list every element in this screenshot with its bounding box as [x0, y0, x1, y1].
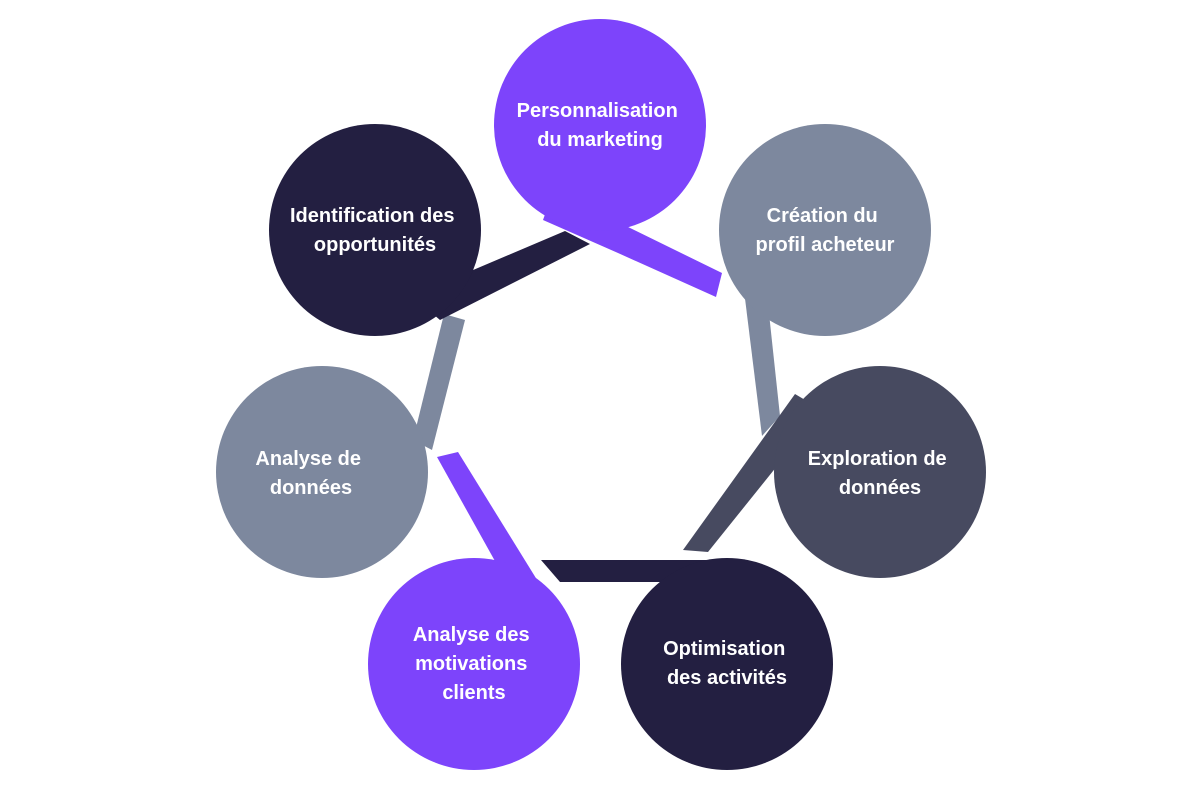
bubble-layer: Personnalisation du marketing Création d… [216, 19, 986, 770]
node-circle [216, 366, 428, 578]
node-circle [269, 124, 481, 336]
node-circle [719, 124, 931, 336]
node-label: Exploration de données [808, 448, 952, 499]
node-label: Optimisation des activités [663, 638, 791, 689]
node-label: Création du profil acheteur [756, 205, 895, 256]
node-circle [621, 558, 833, 770]
node-label: Identification des opportunités [290, 205, 460, 256]
node-label: Analyse de données [255, 448, 366, 499]
node-personnalisation: Personnalisation du marketing [494, 19, 706, 231]
node-label: Personnalisation du marketing [517, 100, 684, 151]
node-motivations: Analyse des motivations clients [368, 558, 580, 770]
node-label: Analyse des motivations clients [413, 624, 535, 704]
node-circle [368, 558, 580, 770]
node-identification: Identification des opportunités [269, 124, 481, 336]
node-circle [774, 366, 986, 578]
tail-motivations [437, 452, 547, 606]
node-analyse-donnees: Analyse de données [216, 366, 428, 578]
node-circle [494, 19, 706, 231]
node-exploration: Exploration de données [774, 366, 986, 578]
node-creation-profil: Création du profil acheteur [719, 124, 931, 336]
tail-analyse-donnees [413, 314, 465, 450]
node-optimisation: Optimisation des activités [621, 558, 833, 770]
